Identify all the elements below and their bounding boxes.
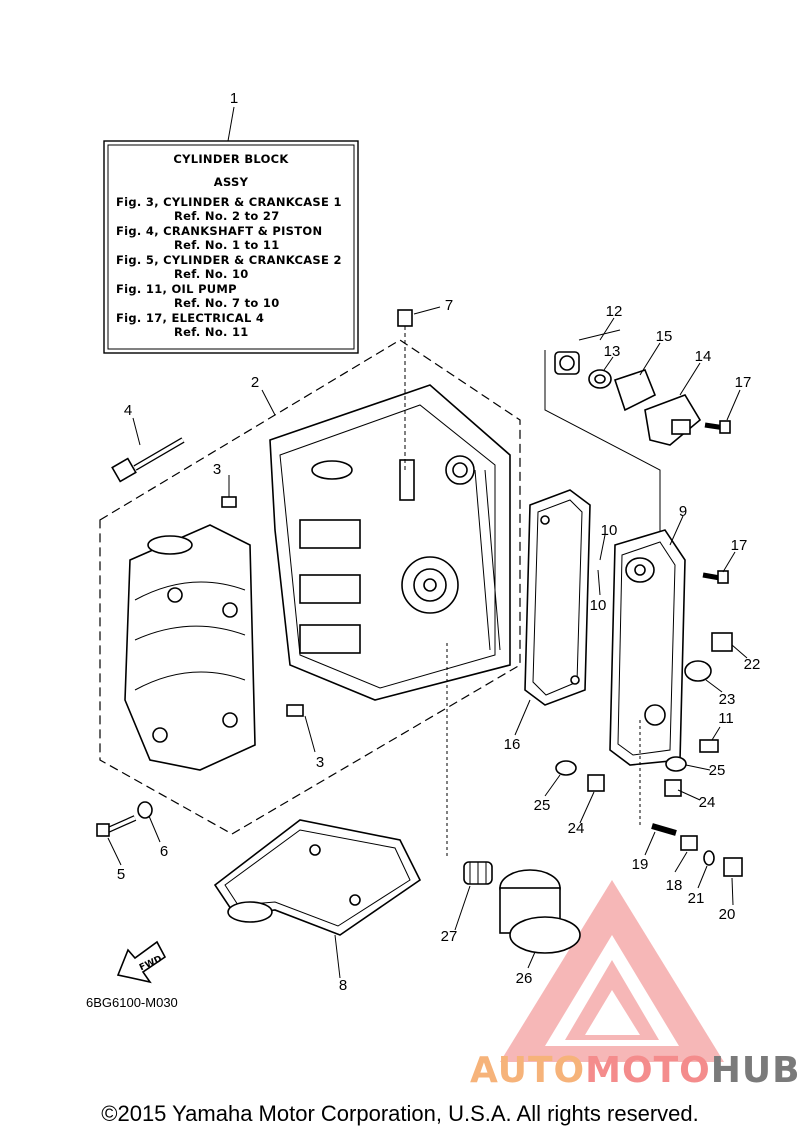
thermostat-parts xyxy=(554,351,702,446)
dowel-pin xyxy=(286,704,304,717)
diagram-code: 6BG6100-M030 xyxy=(86,995,178,1010)
watermark-part-3: HUB xyxy=(710,1050,800,1091)
dowel-pin xyxy=(221,496,237,508)
fwd-arrow-icon: FWD xyxy=(116,940,167,984)
plug-7 xyxy=(397,309,413,470)
callout-18: 18 xyxy=(666,877,683,894)
washer-23 xyxy=(684,660,712,682)
assy-line: Ref. No. 1 to 11 xyxy=(174,238,280,252)
bolt-17 xyxy=(702,570,729,584)
watermark-text: AUTOMOTOHUB xyxy=(470,1050,800,1091)
callout-15: 15 xyxy=(656,328,673,345)
union-27 xyxy=(463,861,493,885)
assy-line: Ref. No. 2 to 27 xyxy=(174,209,280,223)
callout-27: 27 xyxy=(441,928,458,945)
callout-17: 17 xyxy=(731,537,748,554)
assy-line: Fig. 17, ELECTRICAL 4 xyxy=(116,311,264,325)
cylinder-block xyxy=(269,384,511,701)
callout-23: 23 xyxy=(719,691,736,708)
assy-line: Fig. 3, CYLINDER & CRANKCASE 1 xyxy=(116,195,342,209)
bolt-4 xyxy=(111,437,185,483)
crankcase xyxy=(124,524,256,771)
bolt-19 xyxy=(651,823,677,836)
callout-21: 21 xyxy=(688,890,705,907)
plug-22 xyxy=(711,632,733,652)
washer-6 xyxy=(137,801,153,819)
callout-11: 11 xyxy=(718,710,734,727)
callout-22: 22 xyxy=(744,656,761,673)
callout-17: 17 xyxy=(735,374,752,391)
callout-25: 25 xyxy=(534,797,551,814)
callout-12: 12 xyxy=(606,303,623,320)
oil-filter-26 xyxy=(499,869,581,954)
callout-24: 24 xyxy=(699,794,716,811)
watermark-logo xyxy=(500,880,724,1062)
callout-26: 26 xyxy=(516,970,533,987)
leader-lines xyxy=(107,306,748,979)
callout-5: 5 xyxy=(117,866,125,883)
cover-9 xyxy=(609,529,686,766)
callout-19: 19 xyxy=(632,856,649,873)
callout-10: 10 xyxy=(590,597,607,614)
assembly-outline xyxy=(99,339,521,835)
callout-20: 20 xyxy=(719,906,736,923)
sensor-11 xyxy=(699,739,719,753)
assy-title-2: ASSY xyxy=(214,175,249,189)
callout-8: 8 xyxy=(339,977,347,994)
assy-line: Ref. No. 10 xyxy=(174,267,249,281)
assy-line: Ref. No. 11 xyxy=(174,325,249,339)
plug-24 xyxy=(664,779,682,797)
callout-6: 6 xyxy=(160,843,168,860)
gasket-8 xyxy=(213,819,422,936)
assy-line: Fig. 5, CYLINDER & CRANKCASE 2 xyxy=(116,253,342,267)
watermark-part-2: MOTO xyxy=(585,1050,711,1091)
callout-7: 7 xyxy=(445,297,453,314)
washer-25 xyxy=(665,756,687,772)
assy-line: Ref. No. 7 to 10 xyxy=(174,296,280,310)
bolt-17 xyxy=(704,420,731,434)
assy-title-1: CYLINDER BLOCK xyxy=(173,152,289,166)
callout-9: 9 xyxy=(679,503,687,520)
callout-25: 25 xyxy=(709,762,726,779)
callout-3: 3 xyxy=(213,461,221,478)
plug-20 xyxy=(723,857,743,877)
copyright-notice: ©2015 Yamaha Motor Corporation, U.S.A. A… xyxy=(101,1101,699,1126)
callout-10: 10 xyxy=(601,522,618,539)
callout-3: 3 xyxy=(316,754,324,771)
oring-21 xyxy=(703,850,715,866)
callouts: 1 2 3 3 4 5 6 7 8 9 10 10 11 12 13 14 15… xyxy=(117,90,761,994)
callout-2: 2 xyxy=(251,374,259,391)
assy-box: CYLINDER BLOCK ASSY Fig. 3, CYLINDER & C… xyxy=(103,106,359,354)
callout-4: 4 xyxy=(124,402,132,419)
watermark-part-1: AUTO xyxy=(470,1050,586,1091)
bolt-5 xyxy=(96,815,137,837)
callout-14: 14 xyxy=(695,348,712,365)
callout-1: 1 xyxy=(230,90,238,107)
plug-24 xyxy=(587,774,605,792)
spacer-18 xyxy=(680,835,698,851)
gasket-16 xyxy=(524,489,591,706)
callout-24: 24 xyxy=(568,820,585,837)
assy-line: Fig. 4, CRANKSHAFT & PISTON xyxy=(116,224,322,238)
assy-line: Fig. 11, OIL PUMP xyxy=(116,282,237,296)
callout-13: 13 xyxy=(604,343,621,360)
callout-16: 16 xyxy=(504,736,521,753)
washer-25 xyxy=(555,760,577,776)
